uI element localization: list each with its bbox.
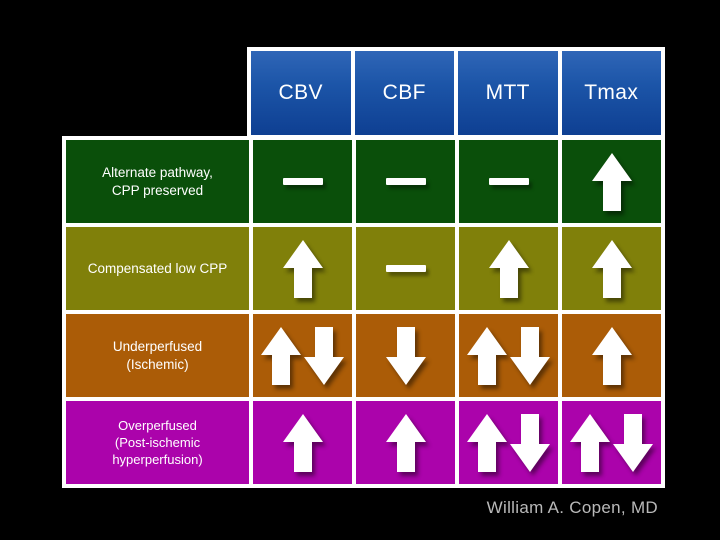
up-arrow-icon — [282, 239, 323, 298]
cell-tmax-row3[interactable] — [562, 314, 661, 397]
row-label-3[interactable]: Underperfused(Ischemic) — [66, 314, 249, 397]
down-arrow-icon — [304, 326, 344, 385]
column-header-cbv[interactable]: CBV — [251, 51, 351, 135]
cell-glyph-group — [488, 178, 529, 185]
cell-glyph-group — [260, 325, 345, 387]
down-arrow-icon — [613, 413, 653, 472]
cell-glyph-group — [282, 412, 324, 474]
up-arrow-icon — [467, 413, 507, 472]
horizontal-dash-icon — [385, 265, 426, 272]
cell-glyph-group — [466, 325, 551, 387]
horizontal-dash-icon — [385, 178, 426, 185]
cell-glyph-group — [591, 151, 633, 213]
cell-glyph-group — [282, 238, 324, 300]
column-header-label: CBF — [382, 81, 426, 104]
column-header-mtt[interactable]: MTT — [458, 51, 558, 135]
cell-cbf-row3[interactable] — [356, 314, 455, 397]
up-arrow-icon — [570, 413, 610, 472]
row-label-text: Underperfused(Ischemic) — [112, 338, 203, 372]
cell-cbv-row2[interactable] — [253, 227, 352, 310]
cell-glyph-group — [385, 325, 427, 387]
column-header-label: CBV — [278, 81, 323, 104]
cell-cbv-row1[interactable] — [253, 140, 352, 223]
cell-mtt-row2[interactable] — [459, 227, 558, 310]
up-arrow-icon — [261, 326, 301, 385]
row-label-text: Alternate pathway,CPP preserved — [102, 164, 213, 198]
cell-tmax-row2[interactable] — [562, 227, 661, 310]
cell-cbf-row4[interactable] — [356, 401, 455, 484]
table-header-row: CBV CBF MTT Tmax — [251, 51, 661, 135]
row-label-text: Compensated low CPP — [87, 260, 228, 276]
cell-cbf-row2[interactable] — [356, 227, 455, 310]
cell-mtt-row3[interactable] — [459, 314, 558, 397]
cell-glyph-group — [282, 178, 323, 185]
down-arrow-icon — [510, 326, 550, 385]
up-arrow-icon — [385, 413, 426, 472]
cell-glyph-group — [385, 265, 426, 272]
row-label-2[interactable]: Compensated low CPP — [66, 227, 249, 310]
cell-glyph-group — [385, 412, 427, 474]
column-header-label: MTT — [485, 81, 530, 104]
down-arrow-icon — [385, 326, 426, 385]
attribution-text: William A. Copen, MD — [486, 498, 658, 517]
horizontal-dash-icon — [282, 178, 323, 185]
row-label-1[interactable]: Alternate pathway,CPP preserved — [66, 140, 249, 223]
cell-glyph-group — [591, 325, 633, 387]
cell-glyph-group — [488, 238, 530, 300]
horizontal-dash-icon — [488, 178, 529, 185]
cell-cbv-row4[interactable] — [253, 401, 352, 484]
cell-tmax-row1[interactable] — [562, 140, 661, 223]
up-arrow-icon — [282, 413, 323, 472]
up-arrow-icon — [591, 152, 632, 211]
column-header-tmax[interactable]: Tmax — [561, 51, 661, 135]
cell-glyph-group — [591, 238, 633, 300]
cell-cbf-row1[interactable] — [356, 140, 455, 223]
column-header-cbf[interactable]: CBF — [354, 51, 454, 135]
cell-tmax-row4[interactable] — [562, 401, 661, 484]
up-arrow-icon — [467, 326, 507, 385]
up-arrow-icon — [591, 239, 632, 298]
up-arrow-icon — [488, 239, 529, 298]
cell-glyph-group — [569, 412, 654, 474]
cell-mtt-row4[interactable] — [459, 401, 558, 484]
cell-mtt-row1[interactable] — [459, 140, 558, 223]
down-arrow-icon — [510, 413, 550, 472]
cell-glyph-group — [385, 178, 426, 185]
up-arrow-icon — [591, 326, 632, 385]
column-header-label: Tmax — [584, 81, 639, 104]
cell-cbv-row3[interactable] — [253, 314, 352, 397]
cell-glyph-group — [466, 412, 551, 474]
